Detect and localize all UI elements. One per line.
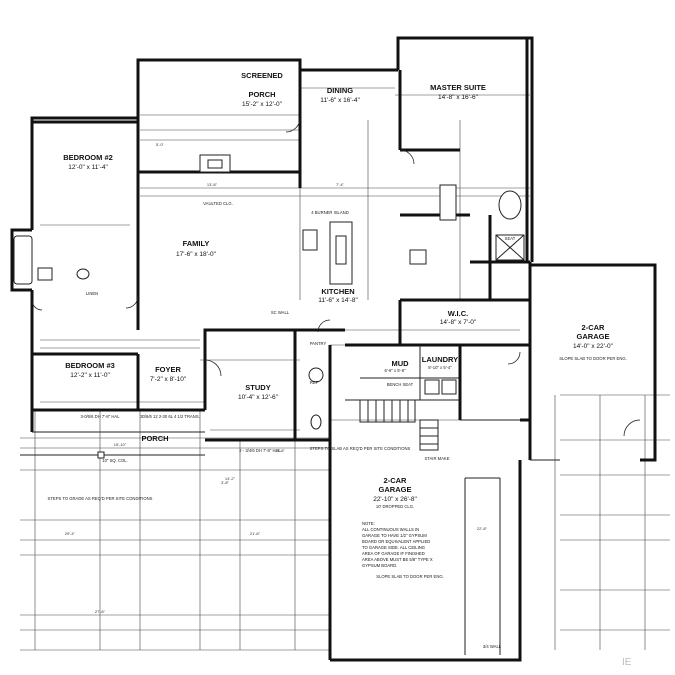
room-bedroom3-name: BEDROOM #3 [65,361,115,370]
note-line-2: GARAGE TO HAVE 1/2" GYPSUM [362,533,427,538]
note-line-3: BOARD OR EQUIVALENT APPLIED [362,539,430,544]
room-kitchen-size: 11'-6" x 14'-8" [318,297,358,304]
label-steps-grade: STEPS TO GRADE AS REQ'D PER SITE CONDITI… [48,496,153,501]
note-line-7: GYPSUM BOARD. [362,563,397,568]
dim-garage-right: 22'-8" [477,526,488,531]
watermark: IE [622,657,632,668]
label-stair-make: STAIR MAKE [424,456,449,461]
room-garage2-size: 14'-0" x 22'-0" [573,343,614,350]
dim-d: 13'-8" [207,182,218,187]
dim-porch-width: 29'-4" [65,531,76,536]
label-vaulted: VAULTED CLG. [203,201,233,206]
dim-bottom-mid: 21'-8" [250,531,261,536]
room-screened-porch-size: 15'-2" x 12'-0" [242,101,283,108]
room-labels: SCREENED PORCH 15'-2" x 12'-0" DINING 11… [63,71,613,509]
label-porch-col: 10" SQ. COL. [102,458,127,463]
room-mud-size: 6'-6" x 5'-6" [384,368,406,373]
room-wic-name: W.I.C. [448,309,468,318]
room-wic-size: 14'-8" x 7'-0" [440,319,477,326]
room-foyer-name: FOYER [155,365,181,374]
room-bedroom2-name: BEDROOM #2 [63,153,113,162]
walls [10,36,657,662]
room-garage1-name-1: 2-CAR [384,476,408,485]
dim-overall-bottom: 27'-8" [95,609,106,614]
label-ref: REF [310,380,319,385]
room-dining-size: 11'-6" x 16'-4" [320,97,360,104]
label-bench-seat: BENCH SEAT [387,382,414,387]
dimension-lines [20,87,670,651]
room-study-name: STUDY [245,383,270,392]
room-garage1-sub: 10' DROPPED CLG. [376,504,414,509]
room-kitchen-name: KITCHEN [321,287,354,296]
label-window-study: 2 - 3/4/6 DH 7'-8" HAL [239,448,281,453]
dim-c: 14'-2" [225,476,236,481]
dimension-text: 15'-10" 29'-4" 27'-8" 21'-8" 22'-8" 3'-8… [65,142,488,614]
stairs [359,399,439,451]
garage-note: NOTE: ALL CONTINUOUS WALLS IN GARAGE TO … [362,521,433,568]
room-screened-porch-name-2: PORCH [248,90,275,99]
room-study-size: 10'-4" x 12'-6" [238,394,279,401]
room-master-suite-size: 14'-8" x 16'-6" [438,94,479,101]
label-island: 4 BURNER ISLAND [311,210,348,215]
fixtures [13,117,641,459]
room-screened-porch-name-1: SCREENED [241,71,283,80]
label-seat: SEAT [505,236,516,241]
label-sc-wall: SC WALL [271,310,290,315]
label-steps-slab: STEPS TO SLAB AS REQ'D PER SITE CONDITIO… [310,446,411,451]
room-foyer-size: 7'-2" x 8'-10" [150,376,187,383]
note-line-4: TO GARAGE SIDE. ALL CEILING [362,545,425,550]
room-garage2-name-2: GARAGE [577,332,610,341]
room-dining-name: DINING [327,86,353,95]
label-slope-slab: SLOPE SLAB TO DOOR PER ENG. [559,356,627,361]
note-line-1: ALL CONTINUOUS WALLS IN [362,527,419,532]
label-slope-slab-main: SLOPE SLAB TO DOOR PER ENG. [376,574,444,579]
label-wall-note: 3/4 WALL [483,644,502,649]
note-line-6: AREA ABOVE MUST BE 5/8" TYPE X [362,557,433,562]
room-porch-name: PORCH [141,434,168,443]
room-bedroom3-size: 12'-2" x 11'-0" [70,372,110,379]
misc-labels: 4 BURNER ISLAND BENCH SEAT LINEN SEAT RE… [48,201,627,649]
room-laundry-size: 8'-10" x 5'-4" [428,365,452,370]
note-line-5: AREA OF GARAGE IF FINISHED [362,551,425,556]
dim-a: 3'-8" [221,480,230,485]
room-garage2-name-1: 2-CAR [582,323,606,332]
room-laundry-name: LAUNDRY [422,355,458,364]
room-mud-name: MUD [391,359,409,368]
dim-b: 11'-8" [275,448,285,453]
room-family-size: 17'-6" x 18'-0" [176,251,217,258]
room-garage1-size: 22'-10" x 26'-8" [373,496,417,503]
room-family-name: FAMILY [183,239,210,248]
room-pantry-name: PANTRY [310,341,327,346]
label-window-hal: 3-0/6/6 DH 7'-8" HAL [80,414,120,419]
room-garage1-name-2: GARAGE [379,485,412,494]
label-linen: LINEN [86,291,98,296]
room-bedroom2-size: 12'-0" x 11'-4" [68,164,108,171]
dim-f: 7'-4" [336,182,345,187]
note-title: NOTE: [362,521,375,526]
label-window-trans: 30/6/6 12 2-30 6L 4 1/2 TRANS. [140,414,200,419]
room-master-suite-name: MASTER SUITE [430,83,486,92]
dim-porch-top-left: 15'-10" [114,442,127,447]
dim-e: 5'-0" [156,142,165,147]
